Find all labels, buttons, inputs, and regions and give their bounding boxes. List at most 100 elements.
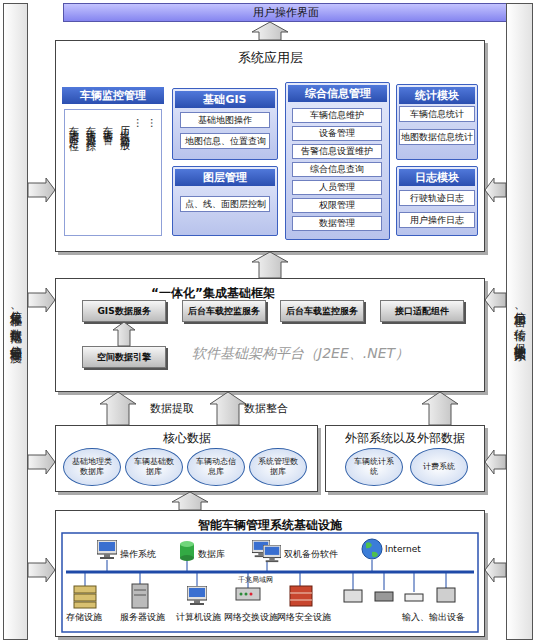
group-header: 日志模块 xyxy=(399,169,475,186)
edge-label: 数据整合 xyxy=(244,401,288,416)
node-text: 接口适配组件 xyxy=(395,305,449,318)
node-text: 地图数据信息统计 xyxy=(401,131,473,144)
server-slot xyxy=(134,595,146,596)
node-text: 计费系统 xyxy=(423,462,455,472)
side-band: 信息化标准、数据规范、信息管理制度 xyxy=(3,3,28,640)
globe-icon xyxy=(362,539,382,559)
node-text: 综合信息查询 xyxy=(310,163,364,176)
switch-light xyxy=(240,593,243,596)
database-circle: 基础地理类数据库 xyxy=(63,448,121,486)
node-text: 用户操作日志 xyxy=(410,214,464,227)
function-column: 车辆轨迹跟踪 xyxy=(84,118,98,235)
block-arrow xyxy=(485,178,506,202)
module-group: 图层管理点、线、面图层控制 xyxy=(172,166,278,236)
device-label: 网络安全设施 xyxy=(277,611,331,624)
module-item: 点、线、面图层控制 xyxy=(180,196,270,212)
node-text: 用户操作界面 xyxy=(253,5,319,20)
node-text: GIS数据服务 xyxy=(97,305,150,318)
device-label: 数据库 xyxy=(198,548,225,561)
node-text: 空间数据引擎 xyxy=(97,351,151,364)
database-circle: 系统管理数据库 xyxy=(249,448,307,486)
module-item: 地图数据信息统计 xyxy=(399,129,475,145)
network-bus xyxy=(66,571,474,574)
node-text: 设备管理 xyxy=(319,127,355,140)
layer-box: “一体化”集成基础框架GIS数据服务后台车载控监服务后台车载监控服务接口适配组件… xyxy=(55,278,485,392)
switch-light xyxy=(250,593,253,596)
module-item: 行驶轨迹日志 xyxy=(399,190,475,206)
module-item: 用户操作日志 xyxy=(399,212,475,228)
device-label: 存储设施 xyxy=(66,611,102,624)
service-button: 空间数据引擎 xyxy=(82,346,166,368)
device-label: 操作系统 xyxy=(120,548,156,561)
node-text: 基础地理类数据库 xyxy=(69,457,115,477)
service-button: GIS数据服务 xyxy=(82,300,166,322)
device-label: 输入、输出设备 xyxy=(402,611,465,624)
storage-unit xyxy=(74,602,96,608)
block-arrow xyxy=(485,558,506,582)
node-text: 信息化标准、数据规范、信息管理制度 xyxy=(7,301,24,342)
brick-line xyxy=(290,600,312,601)
layer-title: 核心数据 xyxy=(56,430,317,447)
module-item: 告警信息设置维护 xyxy=(292,144,382,159)
service-button: 后台车载控监服务 xyxy=(182,300,266,322)
group-header: 基础GIS xyxy=(175,91,275,108)
watermark-text: 软件基础架构平台（J2EE、.NET） xyxy=(192,345,409,363)
module-item: 数据管理 xyxy=(292,216,382,231)
layer-title: 外部系统以及外部数据 xyxy=(326,430,484,447)
layer-box: 外部系统以及外部数据车辆统计系统 计费系统 xyxy=(325,425,485,492)
module-item: 人员管理 xyxy=(292,180,382,195)
bus-drops xyxy=(85,560,446,592)
scanner-icon xyxy=(375,592,393,601)
globe-land xyxy=(366,542,378,557)
bus-drop xyxy=(107,560,108,572)
switch-icon xyxy=(236,588,260,600)
globe xyxy=(362,539,382,559)
module-item: 基础地图操作 xyxy=(180,112,270,128)
column-panel: 车辆实时定位车辆轨迹跟踪车辆告警历史轨迹回放…… xyxy=(64,109,162,236)
module-item: 车辆信息统计 xyxy=(399,106,475,122)
block-arrow xyxy=(28,558,55,582)
cylinder-top xyxy=(180,541,194,547)
edge-label: 数据提取 xyxy=(150,401,194,416)
block-arrow xyxy=(100,392,136,425)
node-text: 人员管理 xyxy=(319,181,355,194)
node-text: 点、线、面图层控制 xyxy=(185,198,266,211)
bus-drop xyxy=(267,562,268,572)
node-text: 行驶轨迹日志 xyxy=(410,192,464,205)
network-label: 千兆局域网 xyxy=(238,575,273,585)
printer-icon xyxy=(437,588,455,602)
cylinder-body xyxy=(180,544,194,558)
node-text: 基础地图操作 xyxy=(198,114,252,127)
monitor-icon xyxy=(252,540,270,557)
node-text: 车辆基础数据库 xyxy=(131,457,177,477)
bus-drop xyxy=(353,572,354,590)
node-text: 车辆信息统计 xyxy=(410,108,464,121)
device-label: 双机备份软件 xyxy=(284,548,338,561)
firewall-wall xyxy=(290,586,312,606)
database-circle: 车辆基础数据库 xyxy=(125,448,183,486)
module-group: 基础GIS基础地图操作地图信息、位置查询 xyxy=(172,88,278,160)
computer-icon xyxy=(187,586,207,605)
node-text: 后台车载控监服务 xyxy=(188,305,260,318)
firewall-icon xyxy=(290,586,312,606)
function-column: 车辆告警 xyxy=(101,118,115,235)
node-text: 信息加密、传输、保护的安全体系 xyxy=(511,302,528,341)
node-text: 权限管理 xyxy=(319,199,355,212)
bus-drop xyxy=(372,560,373,572)
server-icon xyxy=(132,584,148,608)
node-text: 告警信息设置维护 xyxy=(301,145,373,158)
block-arrow xyxy=(252,252,288,278)
server-slot xyxy=(134,590,146,591)
io-device-icons xyxy=(344,588,455,602)
module-group: 综合信息管理车辆信息维护设备管理告警信息设置维护综合信息查询人员管理权限管理数据… xyxy=(285,82,390,240)
device-label: Internet xyxy=(385,544,421,554)
keyboard-icon xyxy=(405,594,423,601)
node-text: 车辆统计系统 xyxy=(351,457,397,477)
block-arrow xyxy=(422,392,458,425)
node-text: 系统管理数据库 xyxy=(255,457,301,477)
bus-drop xyxy=(414,572,415,592)
